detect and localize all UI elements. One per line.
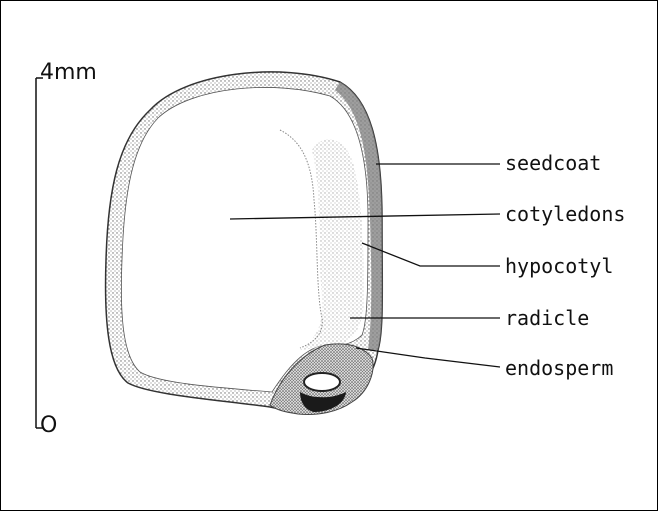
label-radicle: radicle xyxy=(505,306,589,330)
scale-top-label: 4mm xyxy=(40,60,97,85)
hilum xyxy=(304,373,340,391)
label-seedcoat: seedcoat xyxy=(505,151,601,175)
scale-bottom-label: O xyxy=(40,413,57,438)
label-cotyledons: cotyledons xyxy=(505,202,625,226)
scale-bar xyxy=(36,78,43,428)
label-endosperm: endosperm xyxy=(505,356,613,380)
label-hypocotyl: hypocotyl xyxy=(505,254,613,278)
